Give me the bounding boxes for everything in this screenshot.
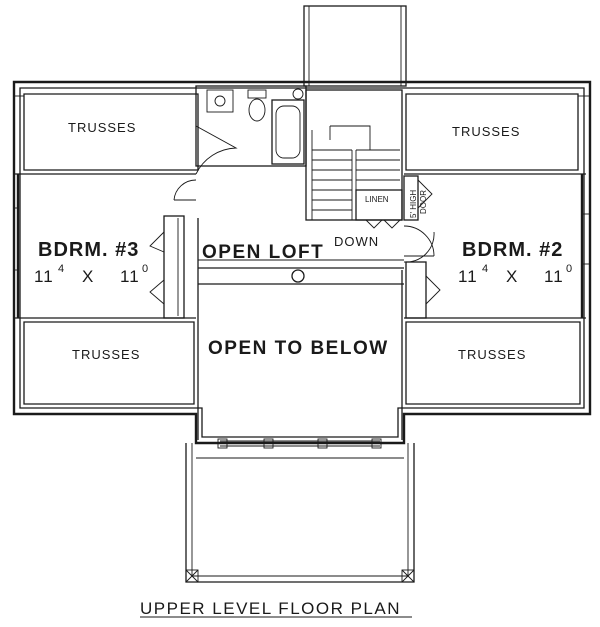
plan-title: UPPER LEVEL FLOOR PLAN — [140, 599, 401, 618]
truss-bottom-left — [23, 321, 195, 405]
staircase — [305, 89, 403, 221]
down-label: DOWN — [334, 234, 379, 249]
porch — [185, 443, 415, 583]
front-windows — [217, 438, 382, 449]
truss-bottom-right — [405, 321, 581, 405]
bedroom-2-walls — [403, 173, 590, 319]
linen-closet — [355, 189, 403, 229]
truss-top-right — [405, 93, 579, 171]
truss-label-bottom-left: TRUSSES — [72, 347, 140, 362]
open-loft-label: OPEN LOFT — [202, 242, 324, 263]
exterior-walls — [12, 80, 592, 445]
high-door-label-1: 5' HIGH — [409, 190, 418, 218]
bedroom-3-dim-b-sup: 0 — [142, 263, 148, 275]
bedroom-3-dim-b: 11 — [120, 267, 140, 286]
bedroom-2-dim-a-sup: 4 — [482, 263, 488, 275]
linen-label: LINEN — [365, 195, 389, 204]
bedroom-3-dim-a: 11 — [34, 267, 54, 286]
loft-railing — [198, 259, 404, 285]
bedroom-3-walls — [14, 173, 197, 319]
bedroom-3-label: BDRM. #3 — [38, 239, 139, 261]
bedroom-2-label: BDRM. #2 — [462, 239, 563, 261]
truss-label-top-left: TRUSSES — [68, 120, 136, 135]
bedroom-2-dim-b: 11 — [544, 267, 564, 286]
bedroom-3-dim-a-sup: 4 — [58, 263, 64, 275]
high-door-closet — [403, 175, 433, 221]
truss-label-top-right: TRUSSES — [452, 124, 520, 139]
open-to-below-label: OPEN TO BELOW — [208, 338, 389, 359]
bedroom-3-x: X — [82, 267, 94, 286]
chimney — [303, 5, 407, 87]
truss-label-bottom-right: TRUSSES — [458, 347, 526, 362]
high-door-label-2: DOOR — [419, 190, 428, 214]
bathroom — [195, 85, 307, 175]
bedroom-2-x: X — [506, 267, 518, 286]
bedroom-2-dim-a: 11 — [458, 267, 478, 286]
bedroom-2-dim-b-sup: 0 — [566, 263, 572, 275]
